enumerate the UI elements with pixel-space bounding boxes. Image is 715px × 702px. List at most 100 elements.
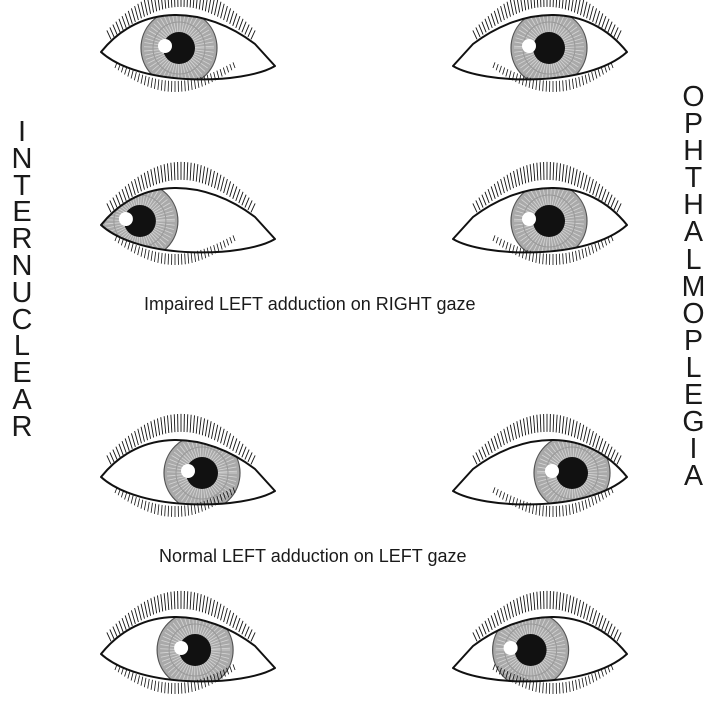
lash	[122, 16, 126, 28]
lash	[128, 69, 130, 76]
lash	[585, 75, 587, 84]
lash	[113, 627, 117, 637]
lash	[164, 416, 166, 433]
lash	[577, 0, 580, 14]
lash	[138, 177, 142, 191]
lash	[230, 11, 234, 24]
lash	[141, 175, 144, 190]
lash	[190, 415, 191, 433]
lash	[614, 452, 618, 461]
row3-eyes	[101, 414, 627, 517]
lash	[196, 416, 198, 433]
lash	[119, 19, 123, 30]
lash	[527, 0, 529, 9]
lash	[107, 30, 111, 39]
left-eye	[453, 414, 627, 517]
lash	[587, 177, 591, 191]
lash	[588, 675, 590, 684]
lash	[214, 425, 217, 440]
lash	[141, 2, 144, 17]
lash	[585, 248, 587, 257]
lash	[134, 674, 136, 682]
lash	[161, 80, 162, 91]
lash	[596, 184, 600, 197]
lash	[193, 592, 194, 610]
lash	[527, 594, 529, 611]
lash	[476, 200, 480, 209]
lash	[148, 502, 150, 512]
ophthalmoplegia-letter-10: P	[684, 327, 703, 354]
lash	[530, 593, 532, 610]
lash	[593, 610, 597, 623]
lash	[563, 253, 564, 264]
lash	[148, 0, 151, 14]
lash	[588, 498, 590, 507]
lash	[568, 595, 570, 612]
lash	[154, 597, 157, 614]
lash	[131, 433, 135, 446]
lash	[614, 27, 618, 36]
lash	[121, 66, 123, 73]
lash	[110, 27, 114, 36]
lash	[148, 77, 150, 87]
lash	[135, 431, 139, 445]
lash	[107, 455, 111, 464]
ophthalmoplegia-letter-3: H	[683, 137, 704, 164]
lash	[543, 253, 544, 264]
lash	[131, 496, 133, 504]
caption-impaired-left-adduction: Impaired LEFT adduction on RIGHT gaze	[144, 294, 476, 315]
lash	[533, 0, 534, 8]
lash	[211, 171, 214, 187]
lash	[608, 195, 612, 206]
highlight	[522, 212, 536, 226]
lash	[211, 600, 214, 616]
lash	[582, 76, 584, 85]
lash	[596, 436, 600, 449]
lash	[185, 682, 186, 693]
lash	[202, 595, 204, 612]
lash	[566, 682, 567, 693]
lash	[248, 27, 252, 36]
lash	[510, 425, 513, 440]
lash	[174, 591, 175, 609]
lash	[239, 192, 243, 203]
lash	[569, 252, 570, 262]
lash	[584, 427, 587, 442]
lash	[125, 13, 129, 25]
lash	[128, 671, 130, 678]
lash	[533, 415, 534, 433]
lash	[161, 417, 163, 434]
lash	[617, 632, 621, 641]
lash	[161, 682, 162, 693]
row1-eyes	[101, 0, 627, 92]
lash	[161, 165, 163, 182]
ophthalmoplegia-letter-9: O	[682, 300, 704, 327]
ophthalmoplegia-letter-14: I	[690, 435, 698, 462]
lash	[494, 436, 498, 449]
lash	[537, 0, 538, 8]
lash	[605, 192, 609, 203]
lash	[520, 168, 523, 185]
lash	[605, 19, 609, 30]
right-eye	[101, 414, 275, 517]
lash	[523, 166, 525, 183]
lash	[582, 678, 584, 687]
lash	[208, 421, 211, 437]
lash	[221, 429, 225, 443]
lash	[523, 418, 525, 435]
lash	[494, 184, 498, 197]
lash	[588, 246, 590, 255]
lash	[540, 591, 541, 609]
lash	[571, 597, 574, 614]
lash	[572, 681, 573, 691]
lash	[131, 181, 135, 194]
lash	[520, 420, 523, 437]
lash	[517, 421, 520, 437]
lash	[218, 2, 221, 17]
lash	[193, 163, 194, 181]
lash	[118, 64, 120, 70]
lash	[592, 674, 594, 682]
lash	[164, 164, 166, 181]
lash	[154, 504, 155, 514]
ophthalmoplegia-letter-13: G	[682, 408, 704, 435]
